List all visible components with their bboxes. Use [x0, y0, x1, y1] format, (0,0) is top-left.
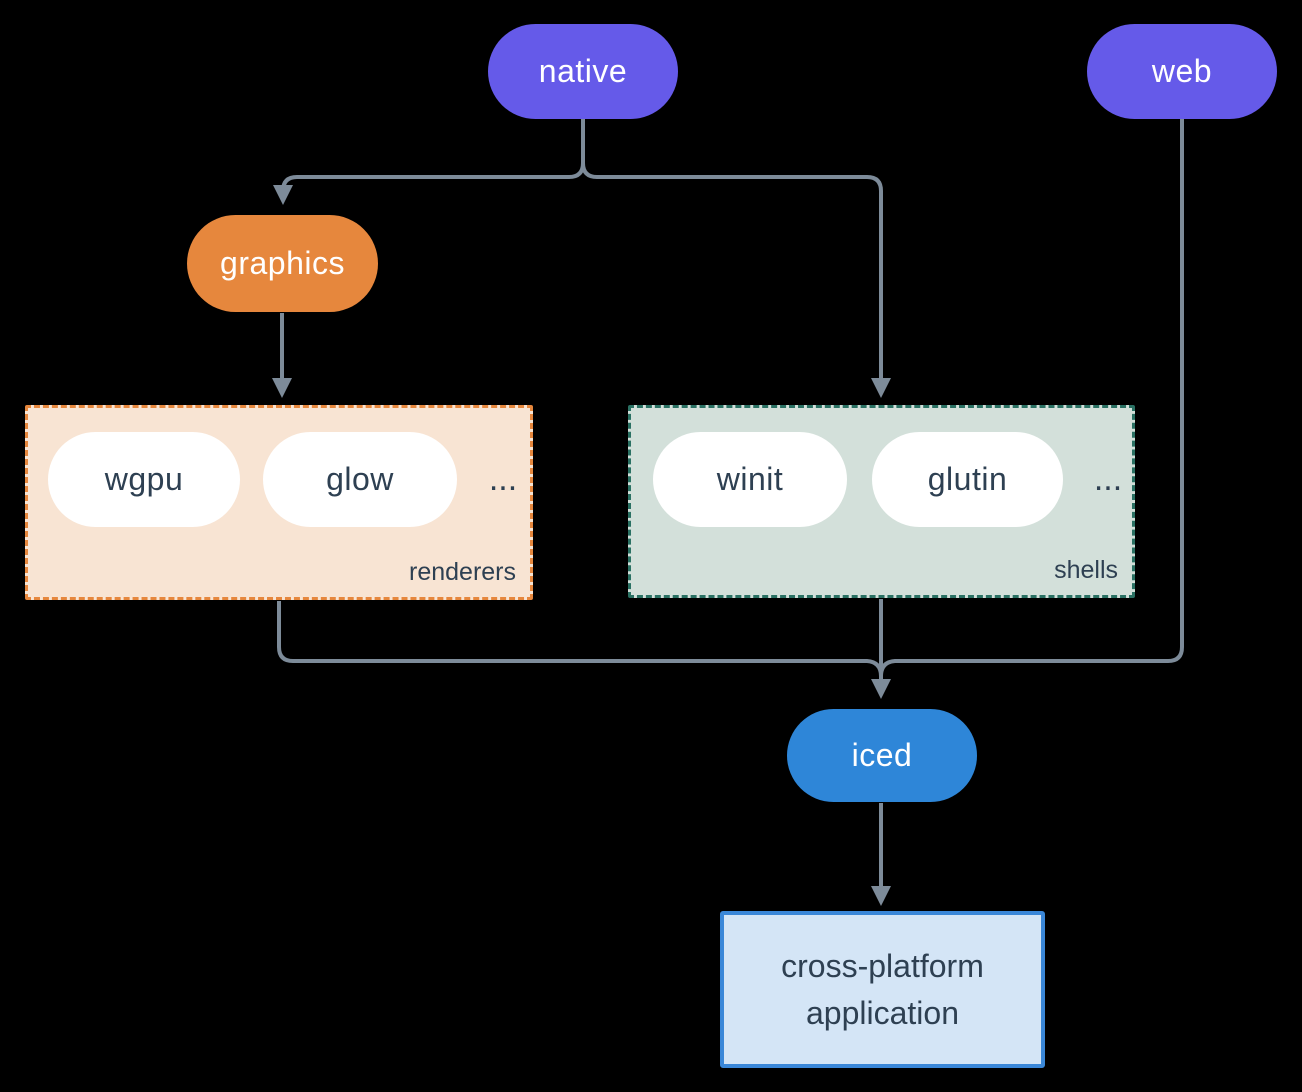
application-label-line2: application: [806, 994, 959, 1031]
node-wgpu-label: wgpu: [104, 461, 184, 497]
renderers-ellipsis: ...: [488, 460, 518, 498]
node-native-label: native: [538, 53, 628, 89]
node-glow-label: glow: [326, 461, 394, 497]
shells-ellipsis: ...: [1093, 460, 1123, 498]
node-application: cross-platform application: [720, 911, 1045, 1068]
node-iced-label: iced: [851, 737, 913, 773]
group-renderers: wgpu glow ... renderers: [25, 405, 533, 600]
group-shells: winit glutin ... shells: [628, 405, 1135, 598]
node-winit-label: winit: [716, 461, 784, 497]
node-iced: iced: [787, 709, 977, 802]
node-graphics-label: graphics: [220, 245, 345, 281]
node-glutin-label: glutin: [927, 461, 1008, 497]
node-graphics: graphics: [187, 215, 378, 312]
node-native: native: [488, 24, 678, 119]
node-web: web: [1087, 24, 1277, 119]
shells-group-label: shells: [1054, 556, 1118, 584]
node-winit: winit: [653, 432, 847, 527]
edge-renderers-iced: [277, 601, 883, 677]
application-label-line1: cross-platform: [781, 947, 984, 984]
node-glutin: glutin: [872, 432, 1063, 527]
node-wgpu: wgpu: [48, 432, 240, 527]
edge-native-shells: [581, 119, 891, 398]
node-web-label: web: [1151, 53, 1213, 89]
edge-native-graphics: [273, 119, 585, 205]
renderers-group-label: renderers: [409, 558, 516, 586]
node-glow: glow: [263, 432, 457, 527]
